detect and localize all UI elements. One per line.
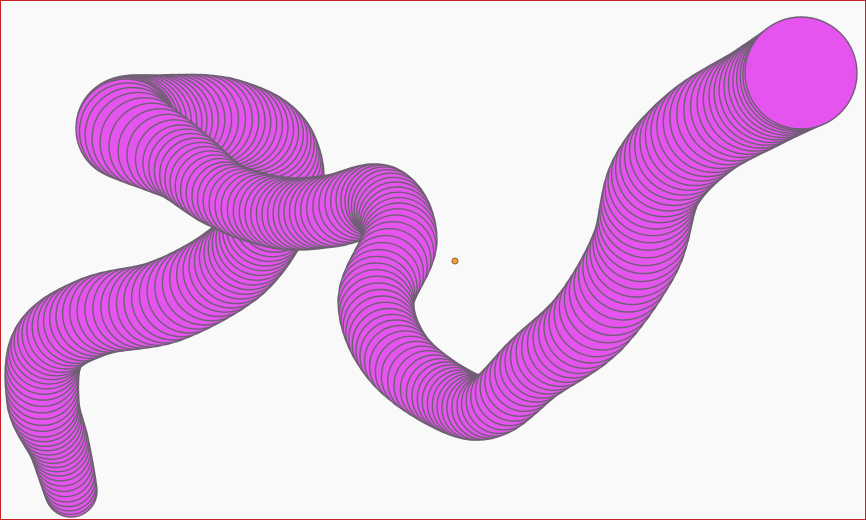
brush-stroke bbox=[4, 16, 858, 518]
cursor-dot-icon bbox=[451, 257, 459, 265]
brush-dab bbox=[744, 16, 858, 130]
